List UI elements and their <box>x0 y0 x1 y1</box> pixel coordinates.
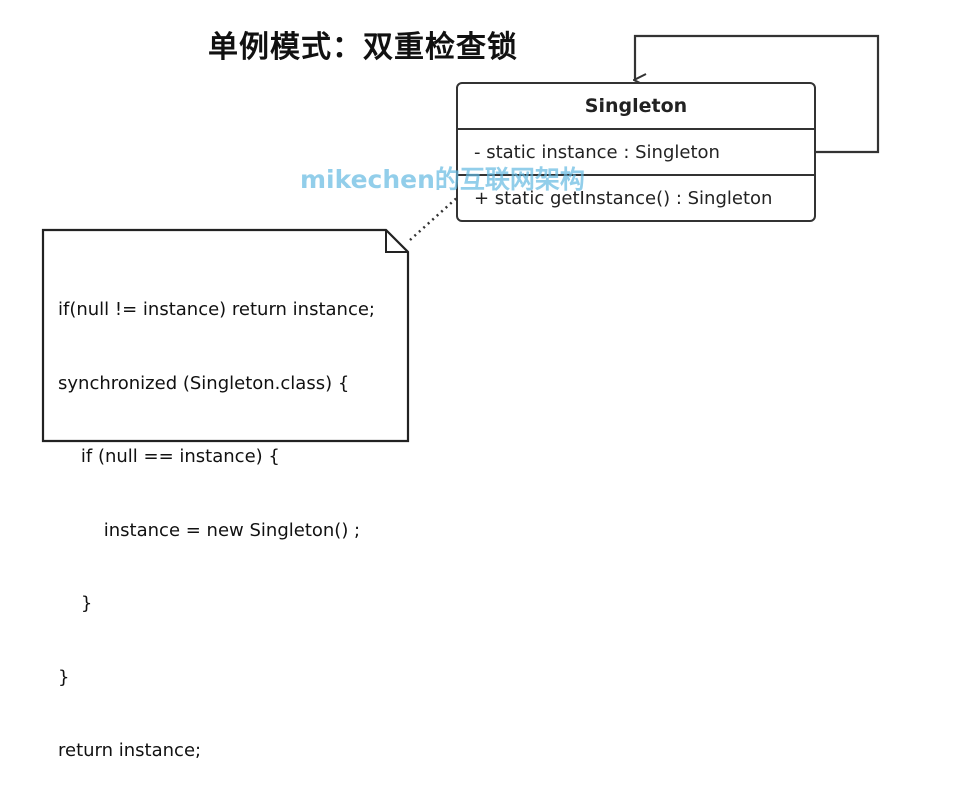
watermark: mikechen的互联网架构 <box>300 165 585 194</box>
note-code-line: } <box>58 666 70 688</box>
note-shape <box>41 228 410 443</box>
self-association-arrow <box>635 34 880 154</box>
note-code-line: if (null == instance) { <box>58 446 280 467</box>
note-code-line: synchronized (Singleton.class) { <box>58 372 350 394</box>
note-code-line: instance = new Singleton() ; <box>58 519 361 541</box>
uml-class-singleton: Singleton - static instance : Singleton … <box>456 82 816 222</box>
uml-class-attribute: - static instance : Singleton <box>458 130 814 176</box>
note-code-line: return instance; <box>58 740 202 761</box>
diagram-connectors <box>41 34 880 443</box>
diagram-title: 单例模式：双重检查锁 <box>208 30 518 65</box>
note-code: if(null != instance) return instance; sy… <box>58 249 375 788</box>
note-code-line: if(null != instance) return instance; <box>58 299 375 320</box>
note-code-line: } <box>58 593 93 614</box>
uml-class-operation: + static getInstance() : Singleton <box>474 187 773 209</box>
uml-class-name: Singleton <box>458 84 814 130</box>
note-connector <box>409 194 461 241</box>
note-fold <box>385 230 408 253</box>
